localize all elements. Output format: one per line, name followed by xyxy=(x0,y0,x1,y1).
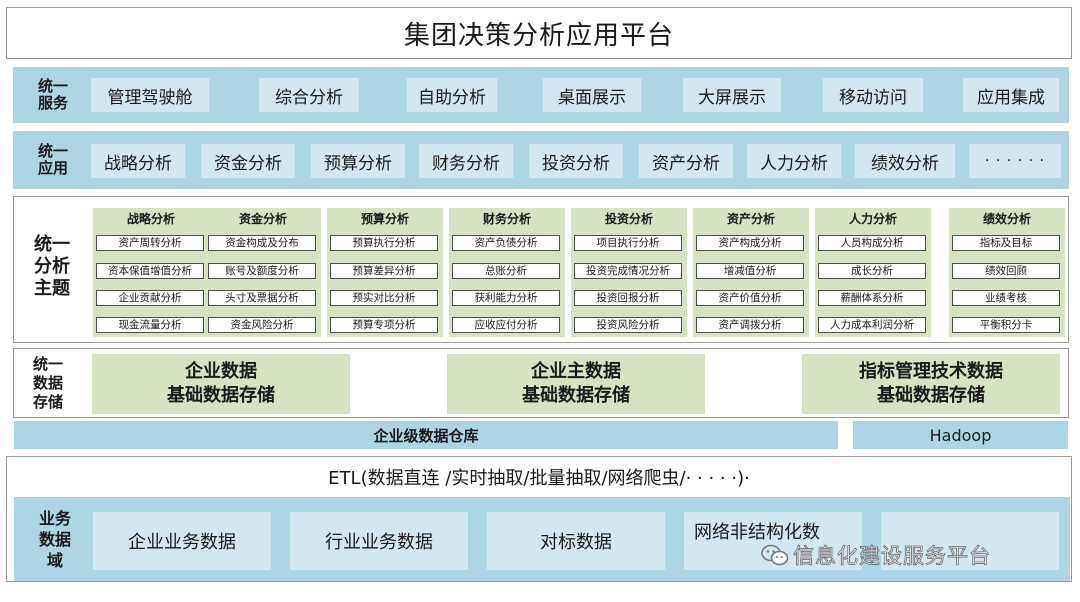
topic-column-title: 财务分析 xyxy=(482,212,531,226)
storage-indicator-data-text: 指标管理技术数据 基础数据存储 xyxy=(859,361,1003,406)
topic-item[interactable]: 账号及额度分析 xyxy=(208,263,316,279)
topic-column-title: 绩效分析 xyxy=(982,212,1031,226)
topics-row-label: 统一 分析 主题 xyxy=(24,227,80,307)
topic-item[interactable]: 总账分析 xyxy=(452,263,560,279)
topic-item[interactable]: 头寸及票据分析 xyxy=(208,290,316,306)
topic-item[interactable]: 资产调拨分析 xyxy=(696,317,804,333)
app-item-finance[interactable]: 财务分析 xyxy=(419,144,513,178)
app-item-strategy[interactable]: 战略分析 xyxy=(91,144,185,178)
business-row-label-text: 业务 数据 域 xyxy=(38,508,71,570)
service-item-cockpit[interactable]: 管理驾驶舱 xyxy=(91,78,209,112)
page-title: 集团决策分析应用平台 xyxy=(403,20,674,51)
topic-item[interactable]: 现金流量分析 xyxy=(96,317,204,333)
topic-item[interactable]: 平衡积分卡 xyxy=(952,317,1060,333)
topic-item[interactable]: 应收应付分析 xyxy=(452,317,560,333)
watermark: 信息化建设服务平台 xyxy=(761,541,991,569)
topic-column: 人力分析人员构成分析成长分析薪酬体系分析人力成本利润分析 xyxy=(815,208,931,337)
etl-label: ETL(数据直连 /实时抽取/批量抽取/网络爬虫/· · · · ·)· xyxy=(328,468,750,489)
storage-master-data-text: 企业主数据 基础数据存储 xyxy=(522,361,630,406)
topic-item[interactable]: 增减值分析 xyxy=(696,263,804,279)
business-section: ETL(数据直连 /实时抽取/批量抽取/网络爬虫/· · · · ·)· 业务 … xyxy=(6,456,1072,582)
topic-item[interactable]: 项目执行分析 xyxy=(574,235,682,251)
application-row-label: 统一 应用 xyxy=(23,131,83,189)
watermark-text: 信息化建设服务平台 xyxy=(793,544,991,569)
topic-item[interactable]: 资产负债分析 xyxy=(452,235,560,251)
storage-row-label-text: 统一 数据 存储 xyxy=(32,354,63,411)
app-item-performance[interactable]: 绩效分析 xyxy=(855,144,955,178)
app-item-assets[interactable]: 资产分析 xyxy=(639,144,733,178)
storage-master-data[interactable]: 企业主数据 基础数据存储 xyxy=(447,354,705,414)
service-item-big-screen-display[interactable]: 大屏展示 xyxy=(683,78,781,112)
app-item-budget[interactable]: 预算分析 xyxy=(311,144,405,178)
business-item-unstructured-text: 网络非结构化数 xyxy=(694,522,820,543)
platform-title-box: 集团决策分析应用平台 xyxy=(6,7,1072,59)
business-item-industry[interactable]: 行业业务数据 xyxy=(290,512,468,570)
business-item-enterprise[interactable]: 企业业务数据 xyxy=(93,512,271,570)
service-item-mobile-access[interactable]: 移动访问 xyxy=(823,78,923,112)
topic-item[interactable]: 资金构成及分布 xyxy=(208,235,316,251)
topics-row-label-text: 统一 分析 主题 xyxy=(34,234,70,299)
service-item-comprehensive-analysis[interactable]: 综合分析 xyxy=(259,78,359,112)
topic-item[interactable]: 资产构成分析 xyxy=(696,235,804,251)
topic-item[interactable]: 人员构成分析 xyxy=(818,235,926,251)
topic-item[interactable]: 投资回报分析 xyxy=(574,290,682,306)
app-item-investment[interactable]: 投资分析 xyxy=(529,144,623,178)
storage-section: 统一 数据 存储 企业数据 基础数据存储 企业主数据 基础数据存储 指标管理技术… xyxy=(13,348,1069,418)
topic-item[interactable]: 资本保值增值分析 xyxy=(96,263,204,279)
topic-column-title: 资金分析 xyxy=(238,212,287,226)
topic-item[interactable]: 获利能力分析 xyxy=(452,290,560,306)
topic-item[interactable]: 投资完成情况分析 xyxy=(574,263,682,279)
topic-column-title: 投资分析 xyxy=(604,212,653,226)
business-item-empty[interactable] xyxy=(881,512,1059,570)
topic-column: 财务分析资产负债分析总账分析获利能力分析应收应付分析 xyxy=(449,208,565,337)
topic-column: 预算分析预算执行分析预算差异分析预实对比分析预算专项分析 xyxy=(327,208,443,337)
topic-item[interactable]: 绩效回顾 xyxy=(952,263,1060,279)
topic-column: 绩效分析指标及目标绩效回顾业绩考核平衡积分卡 xyxy=(949,208,1065,337)
service-row-label-text: 统一 服务 xyxy=(37,77,68,112)
topic-column-title: 战略分析 xyxy=(126,212,175,226)
topic-item[interactable]: 资产价值分析 xyxy=(696,290,804,306)
enterprise-data-warehouse[interactable]: 企业级数据仓库 xyxy=(14,421,838,449)
service-row-label: 统一 服务 xyxy=(23,67,83,123)
topic-column: 资产分析资产构成分析增减值分析资产价值分析资产调拨分析 xyxy=(693,208,809,337)
topic-column: 资金分析资金构成及分布账号及额度分析头寸及票据分析资金风险分析 xyxy=(205,208,321,337)
topic-item[interactable]: 资产周转分析 xyxy=(96,235,204,251)
service-item-app-integration[interactable]: 应用集成 xyxy=(963,78,1059,112)
topic-item[interactable]: 资金风险分析 xyxy=(208,317,316,333)
topic-item[interactable]: 投资风险分析 xyxy=(574,317,682,333)
wechat-icon xyxy=(761,544,789,566)
topic-item[interactable]: 人力成本利润分析 xyxy=(818,317,926,333)
storage-indicator-data[interactable]: 指标管理技术数据 基础数据存储 xyxy=(802,354,1060,414)
storage-enterprise-data-text: 企业数据 基础数据存储 xyxy=(167,361,275,406)
topic-column-title: 预算分析 xyxy=(360,212,409,226)
topic-item[interactable]: 薪酬体系分析 xyxy=(818,290,926,306)
app-item-funds[interactable]: 资金分析 xyxy=(201,144,295,178)
topic-item[interactable]: 指标及目标 xyxy=(952,235,1060,251)
topic-column-title: 资产分析 xyxy=(726,212,775,226)
topic-item[interactable]: 成长分析 xyxy=(818,263,926,279)
topic-item[interactable]: 业绩考核 xyxy=(952,290,1060,306)
hadoop-store[interactable]: Hadoop xyxy=(853,421,1068,449)
storage-enterprise-data[interactable]: 企业数据 基础数据存储 xyxy=(92,354,350,414)
topic-item[interactable]: 预实对比分析 xyxy=(330,290,438,306)
business-row-label: 业务 数据 域 xyxy=(27,499,83,579)
app-item-hr[interactable]: 人力分析 xyxy=(747,144,841,178)
service-item-self-service-analysis[interactable]: 自助分析 xyxy=(407,78,497,112)
topic-item[interactable]: 预算执行分析 xyxy=(330,235,438,251)
storage-row-label: 统一 数据 存储 xyxy=(22,349,74,417)
service-item-desktop-display[interactable]: 桌面展示 xyxy=(543,78,641,112)
topic-item[interactable]: 预算差异分析 xyxy=(330,263,438,279)
topic-item[interactable]: 企业贡献分析 xyxy=(96,290,204,306)
topic-column: 战略分析资产周转分析资本保值增值分析企业贡献分析现金流量分析 xyxy=(93,208,209,337)
business-item-benchmark[interactable]: 对标数据 xyxy=(487,512,665,570)
application-row: 统一 应用 战略分析 资金分析 预算分析 财务分析 投资分析 资产分析 人力分析… xyxy=(13,131,1069,189)
topic-column-title: 人力分析 xyxy=(848,212,897,226)
service-row: 统一 服务 管理驾驶舱 综合分析 自助分析 桌面展示 大屏展示 移动访问 应用集… xyxy=(13,67,1069,123)
topics-section: 统一 分析 主题 战略分析资产周转分析资本保值增值分析企业贡献分析现金流量分析资… xyxy=(13,196,1069,343)
application-row-label-text: 统一 应用 xyxy=(37,142,68,177)
app-item-more[interactable]: · · · · · · xyxy=(969,144,1061,178)
topic-column: 投资分析项目执行分析投资完成情况分析投资回报分析投资风险分析 xyxy=(571,208,687,337)
topic-item[interactable]: 预算专项分析 xyxy=(330,317,438,333)
